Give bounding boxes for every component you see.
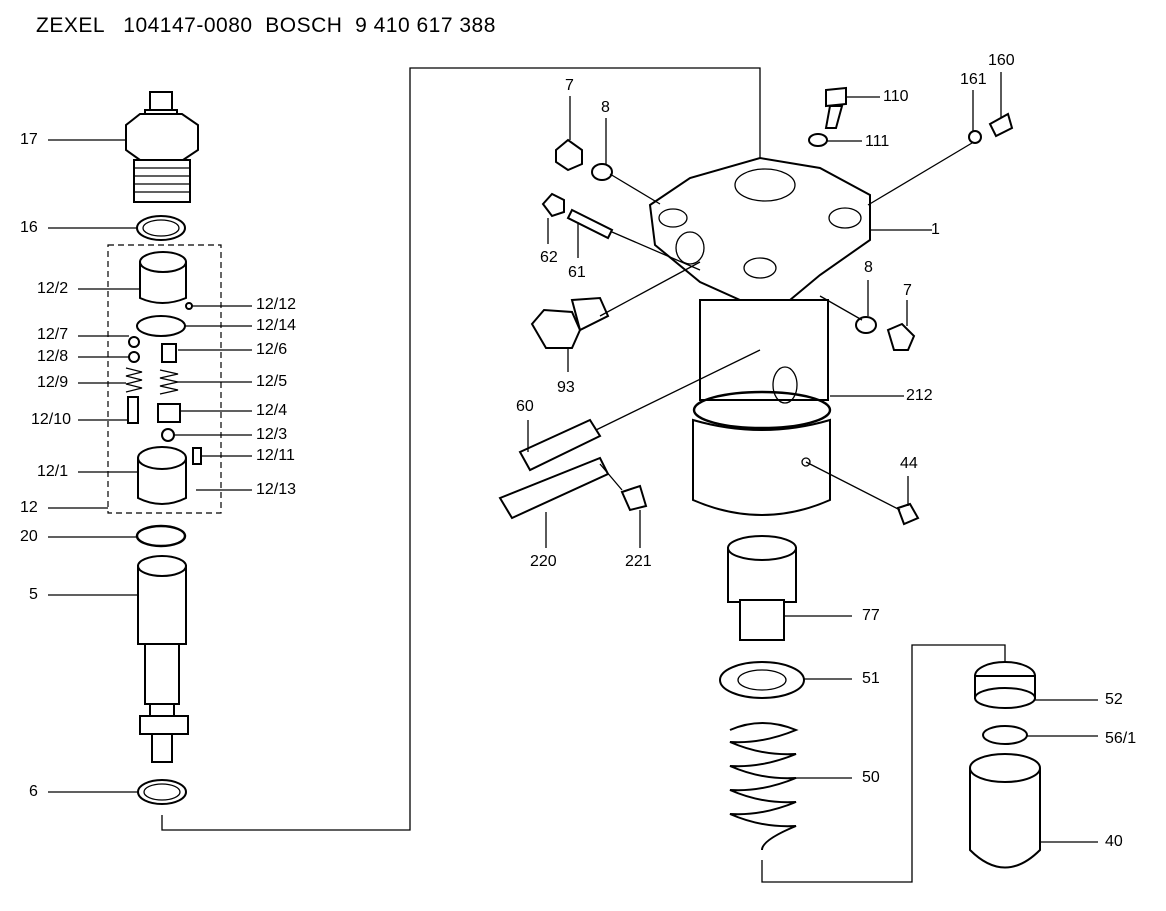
callout-12-9: 12/9 bbox=[37, 374, 69, 391]
part-number: 104147-0080 bbox=[123, 14, 253, 37]
callout-110: 110 bbox=[883, 88, 909, 105]
part-12-10 bbox=[127, 396, 139, 424]
callout-44: 44 bbox=[900, 455, 918, 472]
part-212-oring bbox=[692, 390, 832, 430]
callout-12-14: 12/14 bbox=[256, 317, 297, 334]
part-8-washer-upper bbox=[591, 163, 613, 181]
part-12-6 bbox=[161, 343, 177, 363]
callout-12-1: 12/1 bbox=[37, 463, 69, 480]
callout-220: 220 bbox=[530, 553, 557, 570]
part-12-2 bbox=[139, 251, 187, 304]
callout-51: 51 bbox=[862, 670, 880, 687]
part-60-rack bbox=[518, 418, 602, 472]
callout-17: 17 bbox=[20, 131, 38, 148]
callout-221: 221 bbox=[625, 553, 652, 570]
part-12-4 bbox=[157, 403, 181, 423]
callout-12-3: 12/3 bbox=[256, 426, 288, 443]
callout-77: 77 bbox=[862, 607, 880, 624]
part-1-housing bbox=[648, 156, 871, 516]
callout-12-7: 12/7 bbox=[37, 326, 69, 343]
callout-50: 50 bbox=[862, 769, 880, 786]
part-12-11 bbox=[192, 447, 202, 465]
callout-8-upper: 8 bbox=[601, 99, 610, 116]
part-12-7 bbox=[128, 336, 140, 348]
part-221-screw bbox=[620, 484, 648, 512]
callout-6: 6 bbox=[29, 783, 38, 800]
callout-12-13: 12/13 bbox=[256, 481, 297, 498]
part-12-12-pin bbox=[185, 302, 193, 310]
callout-56-1: 56/1 bbox=[1105, 730, 1137, 747]
callout-12-6: 12/6 bbox=[256, 341, 288, 358]
callout-161: 161 bbox=[960, 71, 987, 88]
callout-93: 93 bbox=[557, 379, 575, 396]
connector-line-left bbox=[161, 67, 761, 831]
callout-8-lower: 8 bbox=[864, 259, 873, 276]
callout-12-10: 12/10 bbox=[31, 411, 72, 428]
part-93-bolt bbox=[530, 308, 582, 349]
part-51-spring-seat bbox=[719, 661, 805, 699]
part-12-14-seal bbox=[136, 315, 186, 337]
part-160 bbox=[988, 112, 1014, 138]
maker: BOSCH bbox=[265, 14, 343, 37]
callout-212: 212 bbox=[906, 387, 933, 404]
part-12-1 bbox=[137, 446, 187, 505]
part-12-8 bbox=[128, 351, 140, 363]
callout-16: 16 bbox=[20, 219, 38, 236]
callout-12: 12 bbox=[20, 499, 38, 516]
connector-line-right bbox=[761, 644, 1006, 883]
callout-12-4: 12/4 bbox=[256, 402, 288, 419]
part-61-screw bbox=[566, 208, 614, 240]
callout-7-upper: 7 bbox=[565, 77, 574, 94]
part-62-nut bbox=[541, 192, 565, 218]
part-50-spring bbox=[729, 722, 799, 851]
part-5-plunger bbox=[137, 555, 189, 763]
part-52-upper-seat bbox=[974, 661, 1036, 709]
part-44-screw bbox=[896, 502, 920, 526]
part-17-valve-holder bbox=[125, 91, 199, 203]
callout-12-8: 12/8 bbox=[37, 348, 69, 365]
callout-12-5: 12/5 bbox=[256, 373, 288, 390]
callout-12-2: 12/2 bbox=[37, 280, 69, 297]
part-7-bolt-lower bbox=[886, 322, 916, 351]
callout-1: 1 bbox=[931, 221, 940, 238]
part-40-tappet bbox=[969, 753, 1041, 869]
part-12-5-spring bbox=[159, 369, 179, 395]
callout-12-11: 12/11 bbox=[256, 447, 295, 464]
part-7-bolt-upper bbox=[555, 138, 583, 172]
part-77-control-sleeve bbox=[727, 535, 797, 641]
callout-52: 52 bbox=[1105, 691, 1123, 708]
callout-20: 20 bbox=[20, 528, 38, 545]
maker-number: 9 410 617 388 bbox=[355, 14, 496, 37]
part-220-lever bbox=[498, 456, 610, 520]
part-110-screw bbox=[824, 86, 847, 129]
part-8-washer-lower bbox=[855, 316, 877, 334]
callout-111: 111 bbox=[865, 133, 890, 150]
part-12-3 bbox=[161, 428, 175, 442]
callout-62: 62 bbox=[540, 249, 558, 266]
leader-lines bbox=[48, 72, 1098, 843]
callout-40: 40 bbox=[1105, 833, 1123, 850]
brand: ZEXEL bbox=[36, 14, 105, 37]
part-161 bbox=[968, 130, 982, 144]
callout-60: 60 bbox=[516, 398, 534, 415]
callout-61: 61 bbox=[568, 264, 586, 281]
callout-12-12: 12/12 bbox=[256, 296, 297, 313]
part-111-washer bbox=[808, 133, 828, 147]
part-56-1-shim bbox=[982, 725, 1028, 745]
callout-5: 5 bbox=[29, 586, 38, 603]
part-20-oring bbox=[135, 524, 187, 548]
diagram-header: ZEXEL 104147-0080 BOSCH 9 410 617 388 bbox=[36, 14, 496, 38]
callout-7-lower: 7 bbox=[903, 282, 912, 299]
part-12-9-spring bbox=[125, 367, 143, 393]
callout-160: 160 bbox=[988, 52, 1015, 69]
